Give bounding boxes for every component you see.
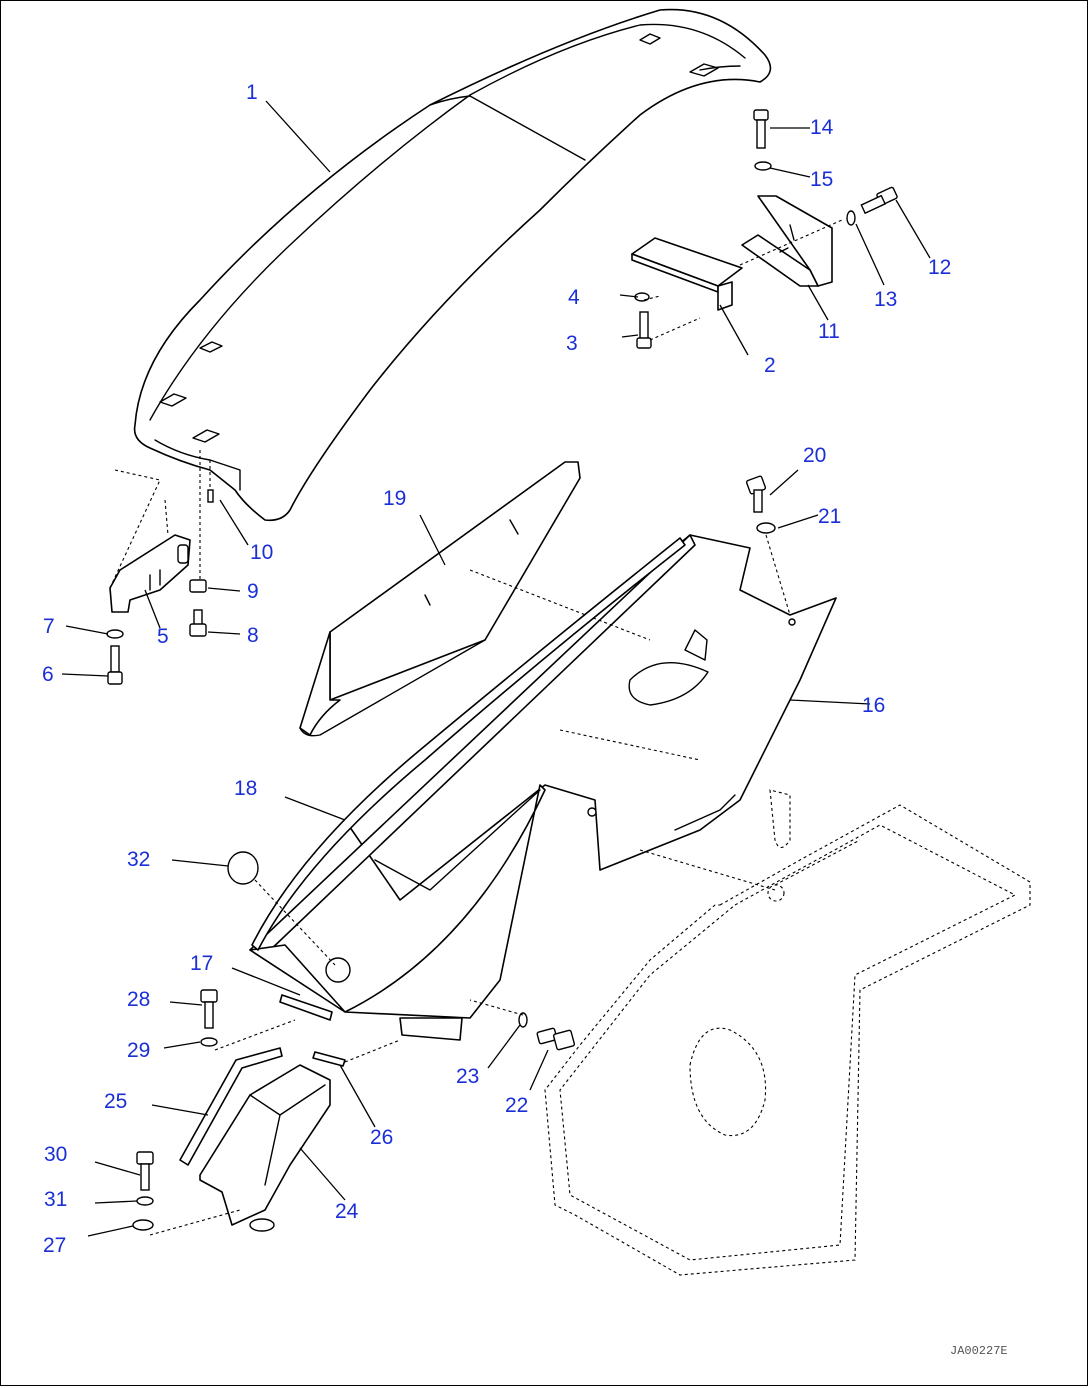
callout-23: 23 [456,1065,479,1088]
callout-1: 1 [246,81,258,104]
part-seal-strip [279,994,333,1021]
part-angle-bracket [741,195,833,287]
part-trim-strip [251,537,686,951]
callout-9: 9 [247,580,259,603]
callout-14: 14 [810,116,834,139]
part-main-side-cover [249,534,837,1041]
part-rubber-plug [227,851,336,966]
callout-26: 26 [370,1126,393,1149]
callout-22: 22 [505,1094,528,1117]
callout-13: 13 [874,288,897,311]
part-upper-side-panel [299,461,581,737]
callout-18: 18 [234,777,257,800]
part-fender-cover [133,8,772,522]
callout-29: 29 [127,1039,150,1062]
leader-lines [61,100,931,1237]
callout-27: 27 [43,1234,66,1257]
callout-11: 11 [818,320,840,343]
callout-4: 4 [568,286,580,309]
callout-15: 15 [810,168,833,191]
callout-20: 20 [803,444,826,467]
callout-32: 32 [127,848,150,871]
callout-8: 8 [247,624,259,647]
callout-7: 7 [43,615,55,638]
callout-25: 25 [104,1090,127,1113]
drawing-code: JA00227E [950,1344,1008,1358]
callout-16: 16 [862,694,885,717]
callout-24: 24 [335,1200,359,1223]
hardware-bolts-upper [634,109,898,349]
callout-28: 28 [127,988,150,1011]
callout-3: 3 [566,332,578,355]
callout-30: 30 [44,1143,67,1166]
callout-17: 17 [190,952,213,975]
callout-31: 31 [44,1188,67,1211]
part-mounting-plate [631,237,743,311]
part-lower-cover [132,989,401,1236]
part-hinge-bracket [106,450,214,685]
hardware-bolts-lower [469,475,791,1051]
callout-2: 2 [764,354,776,377]
callout-6: 6 [42,663,54,686]
part-frame-phantom [544,789,1031,1276]
callout-19: 19 [383,487,406,510]
callout-21: 21 [818,505,841,528]
callout-5: 5 [157,625,169,648]
callout-labels: 1 2 3 4 5 6 7 8 9 10 11 12 13 14 15 16 1… [42,81,951,1257]
callout-10: 10 [250,541,273,564]
callout-12: 12 [928,256,951,279]
